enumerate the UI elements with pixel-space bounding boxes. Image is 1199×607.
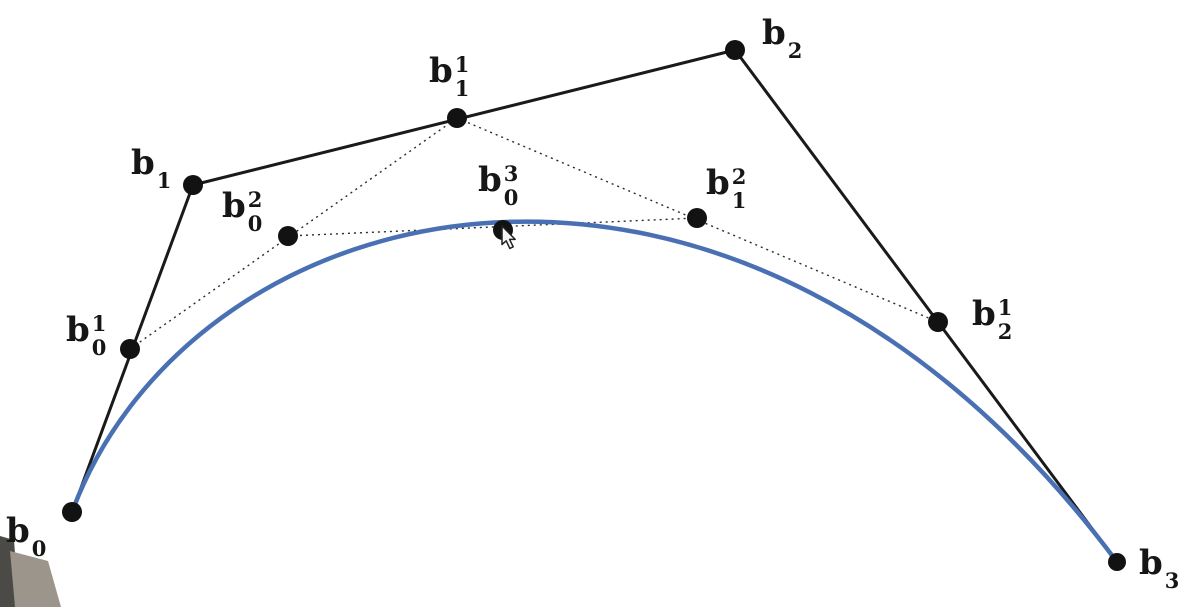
point-b2[interactable] <box>725 40 745 60</box>
point-b1_2 <box>687 208 707 228</box>
point-b3[interactable] <box>1108 553 1126 571</box>
construction-edge-b0_1-b1_1 <box>129 117 458 350</box>
point-b1_1 <box>447 108 467 128</box>
point-b0[interactable] <box>62 502 82 522</box>
control-polygon-edge-b2-b3 <box>733 48 1119 564</box>
point-b0_1 <box>120 339 140 359</box>
point-b0_2 <box>278 226 298 246</box>
point-b2_1 <box>928 312 948 332</box>
point-b1[interactable] <box>183 175 203 195</box>
corner-object-light <box>10 551 61 607</box>
bezier-curve <box>69 219 1120 565</box>
mouse-cursor-icon <box>501 225 516 250</box>
construction-edge-b0_2-b1_2 <box>287 217 698 237</box>
